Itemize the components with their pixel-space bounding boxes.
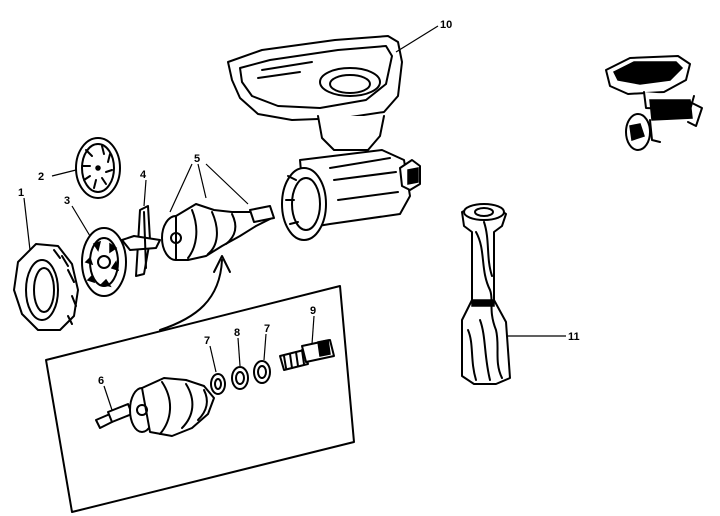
washer-left: 7 [204, 335, 226, 395]
label-5: 5 [194, 153, 200, 165]
screw-detail-inset: 6 7 8 7 [45, 285, 355, 513]
label-8: 8 [234, 327, 240, 339]
label-1: 1 [18, 187, 24, 199]
label-7b: 7 [264, 323, 270, 335]
shaft-pin: 6 [95, 375, 133, 429]
housing-with-hopper: 10 [227, 19, 452, 241]
label-7a: 7 [204, 335, 210, 347]
washer-right: 7 [253, 323, 271, 384]
label-6: 6 [98, 375, 104, 387]
label-9: 9 [310, 305, 316, 317]
label-3: 3 [64, 195, 70, 207]
grinding-plate: 2 [38, 137, 121, 199]
label-2: 2 [38, 171, 44, 183]
food-pusher: 11 [461, 203, 580, 385]
assembly-arrow [159, 255, 231, 331]
knife-blade: 4 [121, 169, 161, 277]
assembled-grinder-thumbnail [605, 55, 703, 151]
washer-middle: 8 [231, 327, 249, 390]
coarse-plate: 3 [64, 195, 127, 297]
label-10: 10 [440, 19, 452, 31]
ring-nut: 1 [13, 187, 79, 331]
drive-shaft: 9 [279, 305, 335, 371]
label-4: 4 [140, 169, 147, 181]
label-11: 11 [568, 331, 580, 343]
feed-screw-assembly: 5 [161, 153, 275, 261]
feed-screw-detail [129, 377, 215, 437]
